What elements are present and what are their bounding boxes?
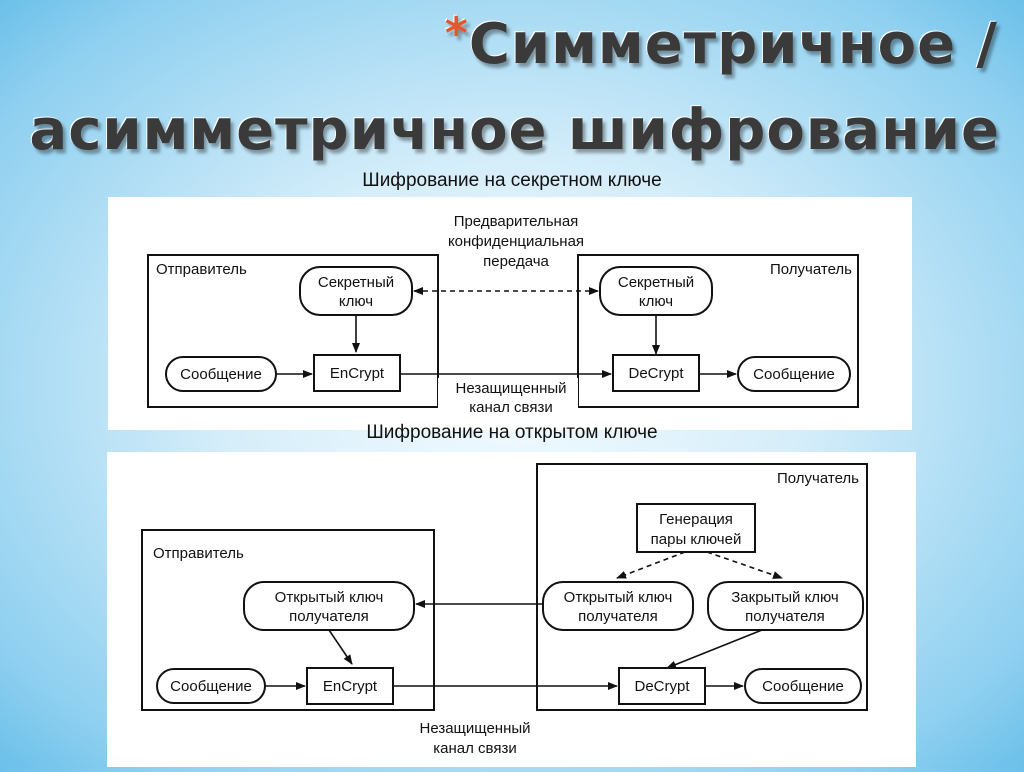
- sender-label: Отправитель: [153, 545, 244, 562]
- receiver-label: Получатель: [770, 261, 852, 278]
- channel-label-2: канал связи: [433, 740, 516, 757]
- keygen-to-private-arrow: [706, 551, 783, 579]
- symmetric-caption: Шифрование на секретном ключе: [362, 170, 662, 191]
- receiver-message-label: Сообщение: [762, 678, 844, 695]
- encrypt-box: [306, 667, 394, 705]
- receiver-pubkey-label-2: получателя: [578, 608, 658, 625]
- receiver-key-label-2: ключ: [639, 293, 673, 310]
- key-generation-box: [636, 503, 756, 553]
- receiver-message: [737, 356, 851, 392]
- receiver-key-label-1: Секретный: [618, 274, 694, 291]
- sender-box: [147, 254, 439, 408]
- receiver-message-label: Сообщение: [753, 366, 835, 383]
- encrypt-label: EnCrypt: [323, 678, 378, 695]
- sender-message-label: Сообщение: [180, 366, 262, 383]
- title-bullet: *: [444, 8, 469, 59]
- decrypt-label: DeCrypt: [628, 365, 684, 382]
- receiver-label: Получатель: [777, 470, 859, 487]
- decrypt-label: DeCrypt: [634, 678, 690, 695]
- symmetric-diagram-panel: Предварительная конфиденциальная передач…: [108, 197, 912, 430]
- sender-key-label-1: Секретный: [318, 274, 394, 291]
- receiver-public-key: [542, 581, 694, 631]
- symmetric-diagram: Предварительная конфиденциальная передач…: [147, 213, 859, 416]
- sender-pubkey-label-2: получателя: [289, 608, 369, 625]
- receiver-box: [577, 254, 859, 408]
- channel-label-2: канал связи: [469, 399, 552, 416]
- keygen-label-2: пары ключей: [651, 531, 742, 548]
- keygen-label-1: Генерация: [659, 511, 733, 528]
- channel-label-bg: [438, 378, 578, 416]
- sender-key-to-encrypt-arrow: [328, 629, 353, 665]
- decrypt-box: [618, 667, 706, 705]
- receiver-message: [744, 668, 862, 704]
- channel-label-1: Незащищенный: [419, 720, 530, 737]
- privkey-label-1: Закрытый ключ: [731, 589, 839, 606]
- pre-transfer-label-1: Предварительная: [454, 213, 579, 230]
- asymmetric-caption: Шифрование на открытом ключе: [366, 422, 658, 443]
- sender-label: Отправитель: [156, 261, 247, 278]
- decrypt-box: [612, 354, 700, 392]
- encrypt-label: EnCrypt: [330, 365, 385, 382]
- slide-title-line1: *Симметричное /: [0, 8, 1024, 77]
- privkey-label-2: получателя: [745, 608, 825, 625]
- title-text-line1: Симметричное /: [468, 12, 998, 77]
- sender-pubkey-label-1: Открытый ключ: [275, 589, 384, 606]
- encrypt-box: [313, 354, 401, 392]
- keygen-to-public-arrow: [616, 551, 686, 579]
- sender-key-label-2: ключ: [339, 293, 373, 310]
- private-key-to-decrypt-arrow: [666, 629, 763, 669]
- asymmetric-diagram-panel: Получатель Отправитель Генерация пары кл…: [107, 452, 916, 767]
- receiver-pubkey-label-1: Открытый ключ: [564, 589, 673, 606]
- asymmetric-diagram: Получатель Отправитель Генерация пары кл…: [141, 463, 868, 757]
- pre-transfer-label-2: конфиденциальная: [448, 233, 584, 250]
- channel-label-1: Незащищенный: [455, 380, 566, 397]
- slide-title-line2: асимметричное шифрование: [29, 98, 1000, 163]
- private-key: [707, 581, 864, 631]
- sender-message-label: Сообщение: [170, 678, 252, 695]
- receiver-box: [536, 463, 868, 711]
- pre-transfer-label-3: передача: [483, 253, 549, 270]
- sender-box: [141, 529, 435, 711]
